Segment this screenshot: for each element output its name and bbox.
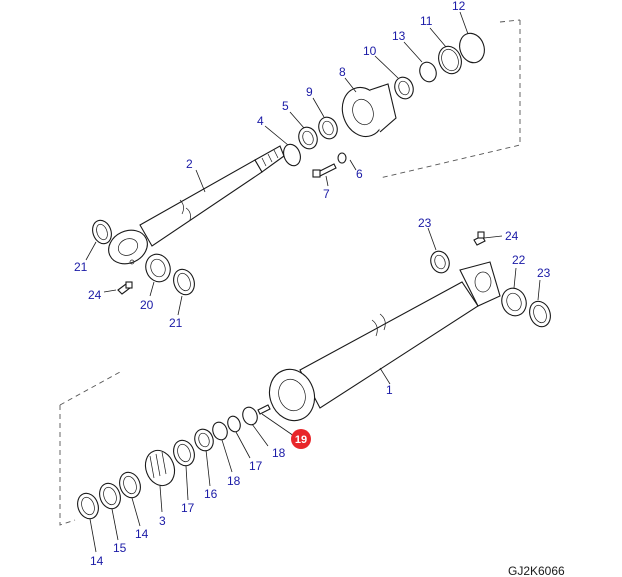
callout-9: 9 (306, 85, 313, 99)
callout-15: 15 (113, 541, 127, 555)
ring-14b[interactable] (116, 469, 144, 500)
callout-21a: 21 (74, 260, 88, 274)
bushing-23b[interactable] (526, 298, 554, 329)
piston-3[interactable] (141, 446, 180, 489)
washer-6[interactable] (337, 152, 347, 164)
callout-7: 7 (323, 187, 330, 201)
callout-4: 4 (257, 114, 264, 128)
ring-14a[interactable] (74, 490, 102, 521)
callout-13: 13 (392, 29, 406, 43)
cylinder-head-8[interactable] (336, 82, 397, 143)
highlighted-callout-19[interactable]: 19 (291, 429, 311, 449)
ring-17b[interactable] (226, 414, 243, 433)
callout-23b: 23 (537, 266, 551, 280)
spacer-20[interactable] (142, 251, 174, 286)
callout-22: 22 (512, 253, 526, 267)
nut-19[interactable] (257, 404, 271, 415)
spacer-22[interactable] (498, 285, 530, 320)
callout-5: 5 (282, 99, 289, 113)
ring-15[interactable] (96, 480, 124, 511)
callout-17b: 17 (249, 459, 263, 473)
ring-18a[interactable] (210, 420, 229, 442)
bushing-23a[interactable] (428, 249, 452, 276)
callout-17a: 17 (181, 501, 195, 515)
bushing-21b[interactable] (170, 266, 198, 297)
callout-23a: 23 (418, 216, 432, 230)
callout-14a: 14 (90, 554, 104, 568)
piston-rod-part[interactable] (139, 145, 285, 247)
callout-2: 2 (186, 157, 193, 171)
ring-10[interactable] (392, 75, 416, 102)
callout-labels: 2 4 5 9 8 10 13 11 12 6 7 21 24 20 21 1 … (74, 0, 551, 568)
leader-lines (85, 11, 541, 553)
bushing-5[interactable] (296, 125, 320, 152)
ring-11[interactable] (435, 43, 465, 77)
dashed-guide-lower (59, 371, 121, 526)
callout-11: 11 (420, 14, 433, 28)
callout-16: 16 (204, 487, 218, 501)
rod-eye-part[interactable] (103, 224, 153, 270)
callout-12: 12 (452, 0, 466, 13)
callout-8: 8 (339, 65, 346, 79)
ring-16[interactable] (192, 427, 216, 454)
snap-ring-4[interactable] (281, 142, 304, 168)
callout-18a: 18 (227, 474, 241, 488)
highlight-marker (291, 429, 311, 449)
callout-3: 3 (159, 514, 166, 528)
callout-24b: 24 (505, 229, 519, 243)
callout-14b: 14 (135, 527, 149, 541)
bushing-13[interactable] (417, 60, 439, 84)
cylinder-tube-part[interactable] (262, 261, 501, 427)
callout-21b: 21 (169, 316, 183, 330)
callout-6: 6 (356, 167, 363, 181)
callout-19: 19 (295, 434, 307, 446)
bolt-7[interactable] (312, 163, 337, 178)
drawing-code: GJ2K6066 (508, 564, 565, 577)
grease-fitting-24b[interactable] (473, 231, 486, 246)
callout-20: 20 (140, 298, 154, 312)
callout-18b: 18 (272, 446, 286, 460)
ring-18b[interactable] (240, 405, 259, 427)
grease-fitting-24a[interactable] (117, 281, 133, 295)
ring-17a[interactable] (170, 437, 198, 468)
callout-10: 10 (363, 44, 377, 58)
callout-1: 1 (386, 383, 393, 397)
o-ring-12[interactable] (456, 30, 489, 66)
seal-9[interactable] (316, 115, 340, 142)
dashed-guide-upper (379, 19, 521, 179)
bushing-21a[interactable] (89, 218, 114, 247)
callout-24a: 24 (88, 288, 102, 302)
